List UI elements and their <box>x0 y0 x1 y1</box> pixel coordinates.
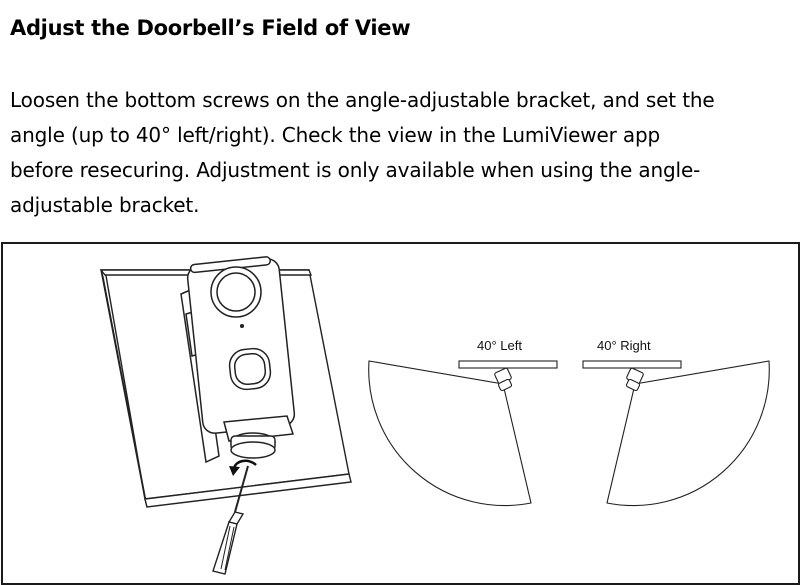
installation-illustration: 40° Left 40° Right <box>99 256 770 575</box>
page-title: Adjust the Doorbell’s Field of View <box>10 16 411 40</box>
instruction-line: before resecuring. Adjustment is only av… <box>10 158 701 182</box>
camera-swivel-icon <box>494 367 513 392</box>
right-angle-label: 40° Right <box>597 338 651 353</box>
instruction-line: adjustable bracket. <box>10 193 200 217</box>
camera-swivel-icon <box>625 367 644 392</box>
left-angle-label: 40° Left <box>477 338 522 353</box>
doorbell-icon <box>180 256 296 464</box>
instruction-text: Loosen the bottom screws on the angle-ad… <box>10 83 795 223</box>
instruction-line: angle (up to 40° left/right). Check the … <box>10 123 661 147</box>
screwdriver-icon <box>212 465 249 575</box>
fov-right-diagram <box>582 360 770 507</box>
rotate-arrow-icon <box>229 459 257 476</box>
instruction-line: Loosen the bottom screws on the angle-ad… <box>10 88 715 112</box>
fov-left-diagram <box>368 360 558 507</box>
illustration-frame: 40° Left 40° Right <box>1 242 800 585</box>
